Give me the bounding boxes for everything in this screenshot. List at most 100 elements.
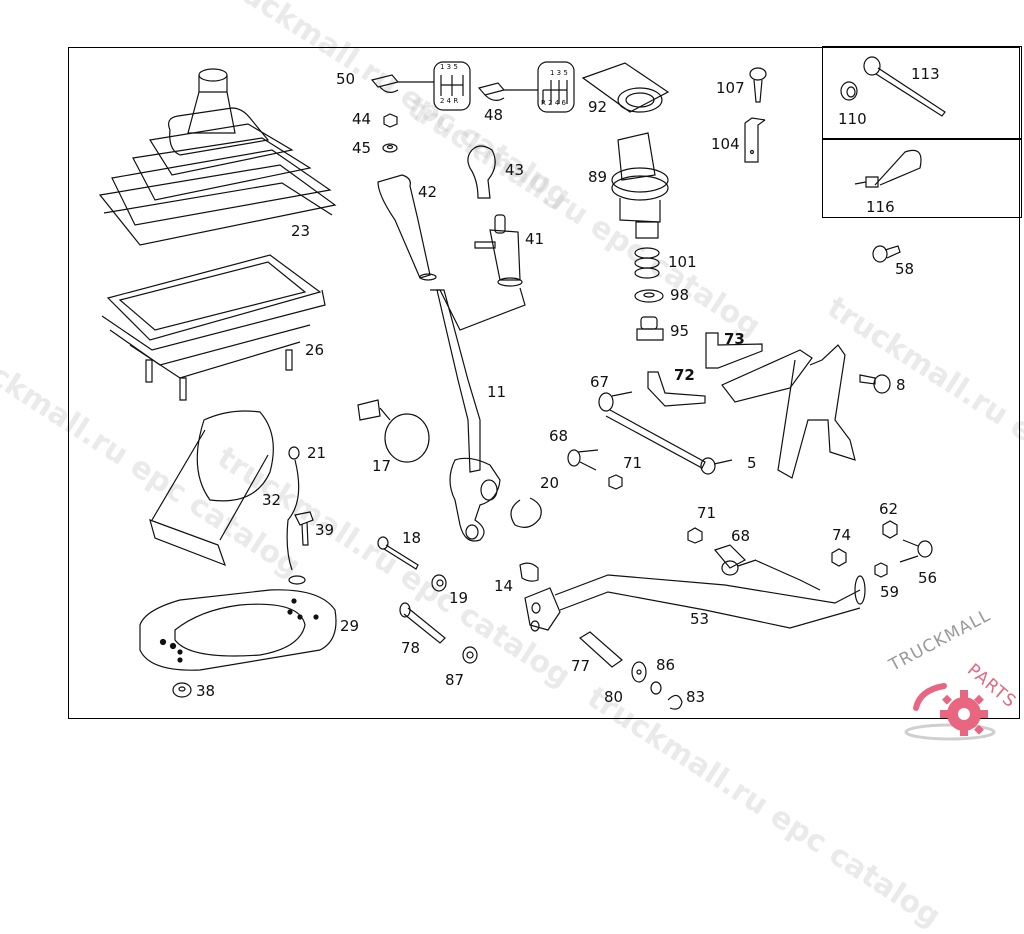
callout-83[interactable]: 83: [686, 688, 706, 706]
part-101-bushing[interactable]: [635, 248, 659, 278]
callout-92[interactable]: 92: [588, 98, 608, 116]
callout-78[interactable]: 78: [401, 639, 421, 657]
callout-87[interactable]: 87: [445, 671, 465, 689]
callout-58[interactable]: 58: [895, 260, 915, 278]
part-18-bolt[interactable]: [378, 537, 418, 569]
callout-50[interactable]: 50: [336, 70, 356, 88]
callout-38[interactable]: 38: [196, 682, 216, 700]
callout-110[interactable]: 110: [838, 110, 867, 128]
part-43-knob[interactable]: [468, 146, 495, 198]
callout-80[interactable]: 80: [604, 688, 624, 706]
part-21-ground-cable[interactable]: [287, 447, 305, 584]
callout-48[interactable]: 48: [484, 106, 504, 124]
part-56-ball-joint[interactable]: [900, 540, 932, 562]
part-83-circlip[interactable]: [668, 695, 682, 709]
part-5-shift-bracket[interactable]: [722, 345, 855, 478]
callout-45[interactable]: 45: [352, 139, 372, 157]
part-71-nut-lower[interactable]: [688, 528, 702, 543]
callout-86[interactable]: 86: [656, 656, 676, 674]
part-19-nut[interactable]: [432, 575, 446, 591]
part-38-nut[interactable]: [173, 683, 191, 697]
part-104-bracket[interactable]: [745, 118, 765, 162]
callout-104[interactable]: 104: [711, 135, 740, 153]
part-42-knob-sleeve[interactable]: [378, 175, 436, 280]
callout-101[interactable]: 101: [668, 253, 697, 271]
callout-98[interactable]: 98: [670, 286, 690, 304]
callout-42[interactable]: 42: [418, 183, 438, 201]
part-58-bolt[interactable]: [873, 246, 900, 262]
part-48-knob-insert[interactable]: [479, 62, 574, 112]
part-107-screw[interactable]: [750, 68, 766, 102]
part-71-nut-upper[interactable]: [609, 475, 622, 489]
part-86-washer[interactable]: [651, 682, 661, 694]
part-116-cable-tie[interactable]: [855, 150, 921, 187]
part-74-nut[interactable]: [832, 549, 846, 566]
callout-14[interactable]: 14: [494, 577, 514, 595]
callout-113[interactable]: 113: [911, 65, 940, 83]
callout-26[interactable]: 26: [305, 341, 325, 359]
callout-29[interactable]: 29: [340, 617, 360, 635]
part-20-circlip[interactable]: [511, 498, 541, 527]
part-78-bolt[interactable]: [400, 603, 445, 643]
callout-18[interactable]: 18: [402, 529, 422, 547]
callout-71-upper[interactable]: 71: [623, 454, 643, 472]
callout-8[interactable]: 8: [896, 376, 906, 394]
part-17-damper[interactable]: [358, 400, 429, 462]
part-45-washer[interactable]: [383, 144, 397, 152]
callout-77[interactable]: 77: [571, 657, 591, 675]
callout-56[interactable]: 56: [918, 569, 938, 587]
part-80-washer[interactable]: [632, 662, 646, 682]
part-32-shift-boot-inner[interactable]: [150, 411, 273, 565]
part-98-washer[interactable]: [635, 290, 663, 302]
part-77-pin[interactable]: [580, 632, 622, 667]
part-29-base-plate[interactable]: [140, 590, 336, 670]
part-110-grommet[interactable]: [841, 82, 857, 100]
callout-39[interactable]: 39: [315, 521, 335, 539]
callout-62[interactable]: 62: [879, 500, 899, 518]
part-73-bracket[interactable]: [706, 333, 762, 368]
part-68-ball-joint-lower[interactable]: [715, 545, 820, 590]
part-11-shift-lever[interactable]: [437, 290, 500, 541]
part-87-nut[interactable]: [463, 647, 477, 663]
callout-68-upper[interactable]: 68: [549, 427, 569, 445]
callout-72[interactable]: 72: [674, 366, 695, 384]
part-68-ball-joint-upper[interactable]: [568, 450, 598, 470]
part-23-shift-boot[interactable]: [100, 69, 335, 245]
part-113-cable-tie-mount[interactable]: [864, 57, 945, 116]
callout-74[interactable]: 74: [832, 526, 852, 544]
callout-53[interactable]: 53: [690, 610, 710, 628]
callout-43[interactable]: 43: [505, 161, 525, 179]
part-53-shift-linkage[interactable]: [525, 575, 865, 631]
part-95-nut[interactable]: [637, 317, 663, 340]
part-92-bracket[interactable]: [583, 63, 668, 112]
callout-71-lower[interactable]: 71: [697, 504, 717, 522]
part-26-boot-frame[interactable]: [102, 255, 325, 400]
callout-19[interactable]: 19: [449, 589, 469, 607]
callout-89[interactable]: 89: [588, 168, 608, 186]
callout-116[interactable]: 116: [866, 198, 895, 216]
callout-41[interactable]: 41: [525, 230, 545, 248]
callout-21[interactable]: 21: [307, 444, 327, 462]
callout-67[interactable]: 67: [590, 373, 610, 391]
callout-44[interactable]: 44: [352, 110, 372, 128]
callout-59[interactable]: 59: [880, 583, 900, 601]
part-67-shift-rod[interactable]: [599, 392, 732, 474]
callout-5[interactable]: 5: [747, 454, 757, 472]
callout-107[interactable]: 107: [716, 79, 745, 97]
part-59-nut[interactable]: [875, 563, 887, 577]
callout-17[interactable]: 17: [372, 457, 392, 475]
part-89-gear-selector-housing[interactable]: [612, 133, 668, 238]
part-62-nut[interactable]: [883, 521, 897, 538]
part-14-bushing[interactable]: [520, 563, 538, 581]
part-72-bracket[interactable]: [648, 372, 705, 406]
part-50-knob-insert[interactable]: [372, 62, 470, 110]
callout-73[interactable]: 73: [724, 330, 745, 348]
part-39-bolt[interactable]: [295, 512, 313, 545]
callout-23[interactable]: 23: [291, 222, 311, 240]
part-8-bolt[interactable]: [860, 375, 890, 393]
callout-68-lower[interactable]: 68: [731, 527, 751, 545]
callout-95[interactable]: 95: [670, 322, 690, 340]
callout-11[interactable]: 11: [487, 383, 507, 401]
callout-32[interactable]: 32: [262, 491, 282, 509]
part-41-switch[interactable]: [430, 215, 525, 330]
